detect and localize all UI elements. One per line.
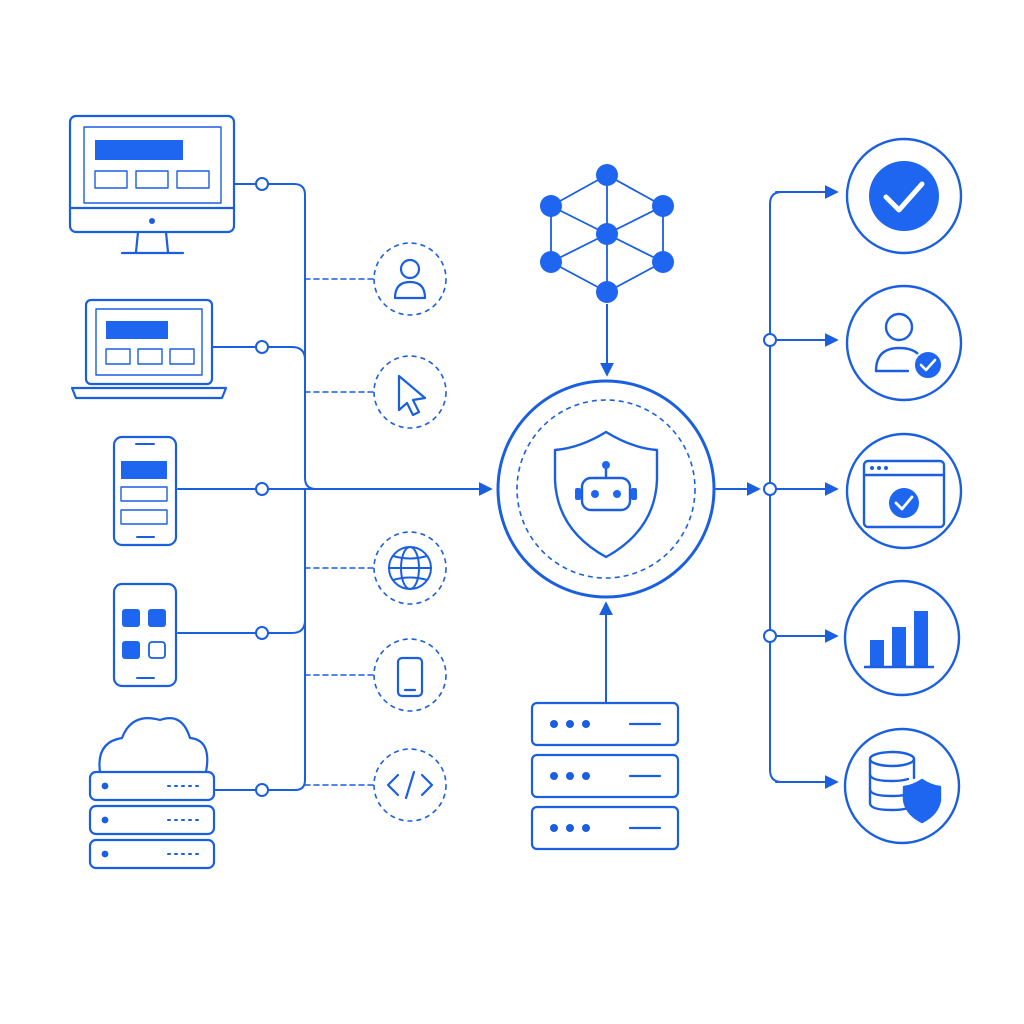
channel-click: [373, 355, 447, 429]
connector-node: [255, 340, 269, 354]
laptop-icon: [70, 298, 228, 400]
cursor-icon: [397, 374, 427, 417]
browser-check-icon: [862, 459, 946, 529]
code-icon: [386, 770, 434, 800]
user-verified-icon: [874, 312, 943, 380]
network-graph-icon: [540, 164, 674, 303]
connector-node: [763, 482, 777, 496]
desktop-monitor-icon: [68, 114, 236, 255]
output-app-verified: [845, 432, 963, 550]
channel-web: [373, 531, 447, 605]
smartphone-apps-icon: [112, 582, 178, 688]
source-connectors: [177, 183, 493, 791]
shield-robot-icon: [553, 430, 659, 559]
connector-nodes-left: [255, 177, 269, 797]
smartphone-web-icon: [112, 435, 178, 547]
mobile-device-icon: [396, 656, 424, 698]
globe-icon: [388, 546, 432, 590]
connector-node: [255, 177, 269, 191]
output-identity: [845, 284, 963, 402]
channel-mobile: [373, 638, 447, 712]
connector-nodes-right: [763, 333, 777, 643]
output-verified: [845, 137, 963, 255]
channel-user: [373, 242, 447, 316]
user-icon: [393, 258, 427, 300]
connector-node: [763, 333, 777, 347]
bar-chart-icon: [864, 611, 934, 669]
connector-node: [255, 626, 269, 640]
hub: [496, 379, 716, 599]
channel-code: [373, 748, 447, 822]
connector-node: [763, 629, 777, 643]
server-rack-icon: [530, 701, 680, 851]
database-shield-icon: [868, 750, 942, 824]
checkmark-icon: [869, 161, 939, 231]
output-secure-data: [843, 727, 961, 845]
channel-dashed-links: [304, 278, 375, 786]
connector-node: [255, 482, 269, 496]
output-analytics: [843, 579, 961, 697]
connector-node: [255, 783, 269, 797]
cloud-server-stack-icon: [88, 717, 216, 870]
